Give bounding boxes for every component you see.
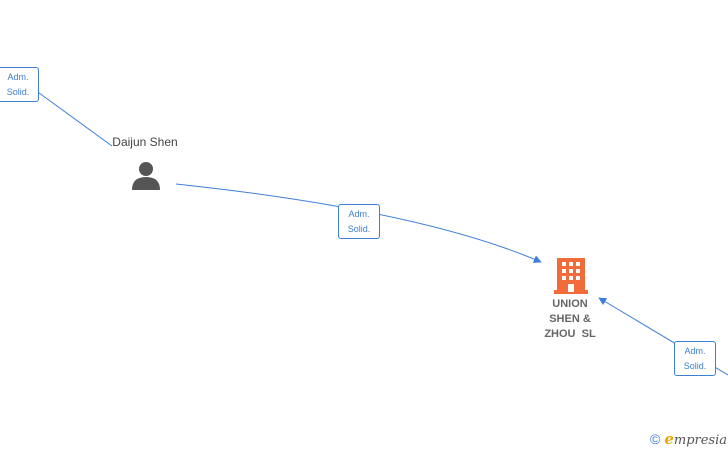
edge-label-line2: Solid. (683, 361, 707, 371)
edge-label-bottom-right[interactable]: Adm. Solid. (674, 341, 716, 376)
edge-label-line1: Adm. (7, 72, 29, 82)
person-icon[interactable] (130, 160, 162, 192)
edge-line-person-company (175, 183, 542, 263)
company-name-line: SHEN & (549, 313, 591, 325)
edge-label-line2: Solid. (6, 87, 30, 97)
company-name-line: ZHOU SL (544, 328, 596, 340)
edge-label-line2: Solid. (347, 224, 371, 234)
brand-initial: e (664, 430, 674, 448)
copyright-symbol: © (650, 431, 661, 447)
edge-label-line1: Adm. (684, 346, 706, 356)
company-node-name[interactable]: UNION SHEN & ZHOU SL (528, 297, 612, 342)
company-name-line: UNION (552, 298, 588, 310)
edge-line-top-left (34, 89, 113, 147)
footer-brand: © empresia (650, 430, 727, 448)
building-icon[interactable] (554, 256, 588, 294)
edge-label-person-company[interactable]: Adm. Solid. (338, 204, 380, 239)
edge-label-top-left[interactable]: Adm. Solid. (0, 67, 39, 102)
brand-logo: empresia (664, 430, 727, 448)
edge-label-line1: Adm. (348, 209, 370, 219)
brand-rest: mpresia (673, 433, 728, 448)
person-node-name[interactable]: Daijun Shen (112, 135, 178, 149)
